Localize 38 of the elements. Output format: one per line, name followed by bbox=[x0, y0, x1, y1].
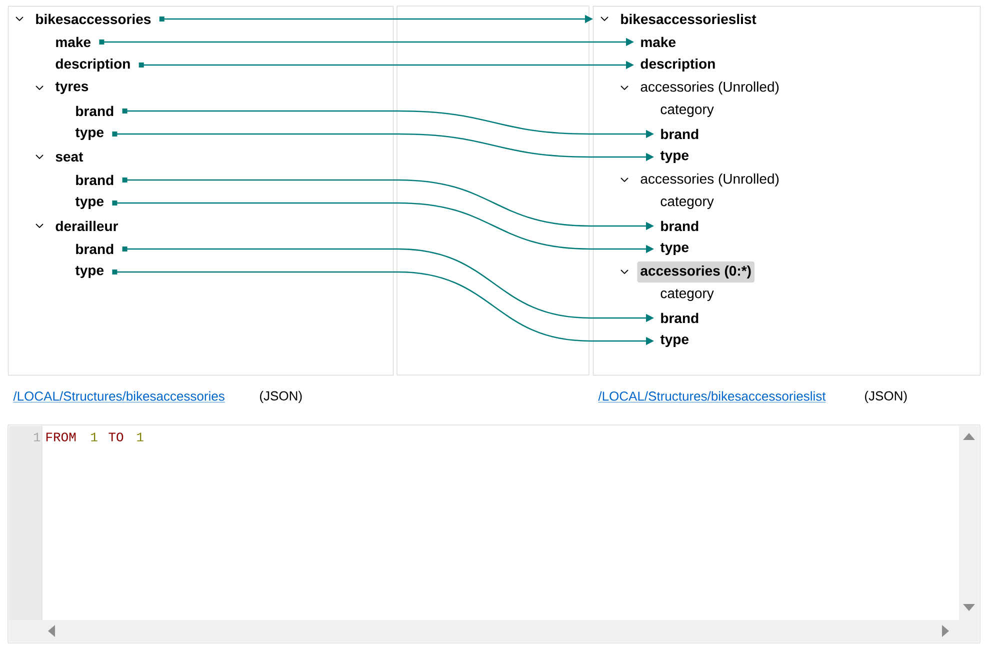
tree-panel bbox=[8, 6, 394, 376]
tree-item: category bbox=[660, 289, 714, 301]
tree-item: type bbox=[75, 266, 104, 278]
format-label: (JSON) bbox=[260, 390, 302, 404]
code-keyword: FROM bbox=[46, 432, 76, 442]
format-label: (JSON) bbox=[865, 390, 907, 404]
tree-item: description bbox=[56, 58, 130, 72]
tree-item: tyres bbox=[55, 82, 88, 94]
tree-item: accessories (Unrolled) bbox=[640, 173, 779, 187]
highlighted-tree-item: accessories (0:*) bbox=[637, 261, 754, 283]
tree-item: type bbox=[660, 334, 688, 347]
tree-item: seat bbox=[56, 152, 84, 162]
tree-item: type bbox=[75, 128, 104, 140]
tree-item: brand bbox=[76, 244, 114, 254]
tree-item: category bbox=[660, 105, 714, 117]
code-number: 1 bbox=[91, 432, 98, 442]
file-link: /LOCAL/Structures/bikesaccessories bbox=[13, 391, 226, 402]
tree-item: category bbox=[660, 197, 714, 209]
tree-item: brand bbox=[661, 220, 698, 232]
code-number: 1 bbox=[137, 432, 144, 442]
tree-item: make bbox=[641, 36, 676, 48]
tree-item: brand bbox=[661, 312, 698, 324]
tree-item: type bbox=[75, 196, 104, 210]
tree-item: derailleur bbox=[56, 220, 118, 232]
tree-item: bikesaccessorieslist bbox=[621, 14, 756, 24]
tree-item: type bbox=[660, 150, 688, 164]
tree-item: type bbox=[660, 242, 688, 256]
code-keyword: TO bbox=[108, 432, 124, 442]
tree-item: description bbox=[640, 58, 715, 72]
tree-item: brand bbox=[76, 106, 114, 116]
tree-item: brand bbox=[661, 128, 698, 140]
tree-item: bikesaccessories bbox=[36, 14, 151, 24]
tree-item: accessories (Unrolled) bbox=[640, 81, 779, 95]
file-link: /LOCAL/Structures/bikesaccessorieslist bbox=[598, 391, 826, 402]
tree-panel bbox=[593, 6, 980, 376]
tree-item: brand bbox=[76, 174, 114, 186]
line-number: 1 bbox=[34, 432, 40, 442]
tree-item: make bbox=[56, 36, 91, 48]
